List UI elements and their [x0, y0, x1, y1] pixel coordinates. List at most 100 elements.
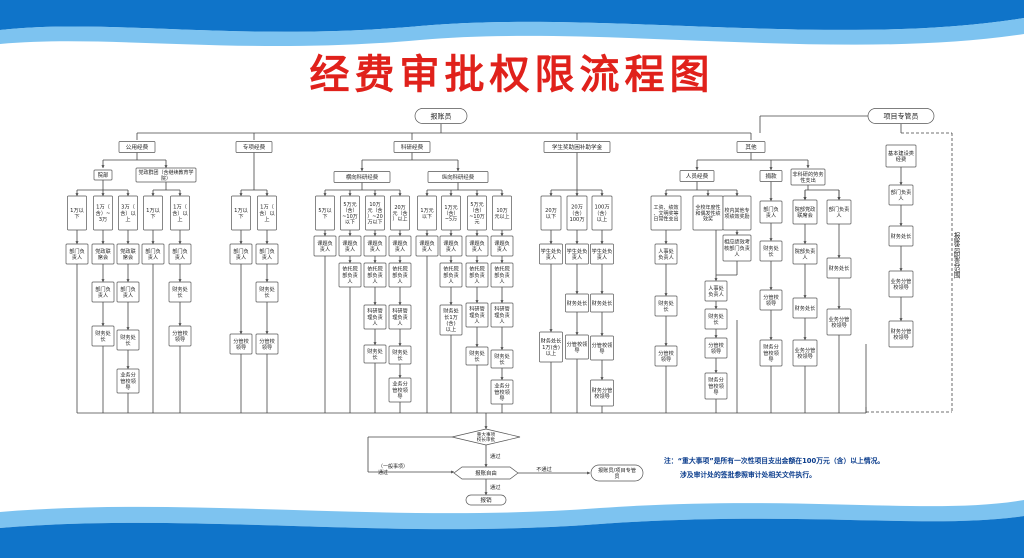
node-a3c: 部门负责人 — [116, 281, 140, 303]
node-v1-label: 1万元以下 — [420, 208, 433, 220]
sub-vertical-frame — [427, 171, 489, 183]
arrow-head — [600, 291, 604, 294]
node-st2-label: 20万（含）100万 — [569, 204, 585, 223]
node-st2-frame — [566, 195, 588, 231]
node-a1b: 部门负责人 — [65, 243, 89, 265]
node-st2d: 分管校领导 — [565, 334, 589, 360]
node-n1b: 院部负责人 — [792, 243, 818, 265]
node-s2d: 分管校领导 — [255, 333, 279, 355]
return-pill-frame — [590, 464, 644, 482]
node-s2: 1万（含）以上 — [257, 195, 277, 231]
node-st1: 20万以下 — [540, 195, 562, 231]
node-h2b-label: 课题负责人 — [342, 239, 358, 253]
node-n1d: 业务分管校领导 — [792, 339, 818, 367]
arrow-head — [323, 233, 327, 236]
node-p2: 1万（含）以上 — [170, 195, 190, 231]
category-public-frame — [118, 141, 156, 153]
arrow-head — [484, 464, 488, 467]
node-st2c: 财务处长 — [565, 293, 589, 313]
node-h4f-frame — [388, 377, 412, 403]
node-h2b-frame — [338, 235, 362, 257]
node-h1: 5万以下 — [315, 195, 335, 231]
arrow-head — [398, 375, 402, 378]
arrow-head — [575, 193, 579, 196]
node-o3-label: 校内其他专项绩效奖励 — [724, 207, 749, 220]
node-v1b: 课题负责人 — [415, 235, 439, 257]
node-h4c-frame — [388, 262, 412, 288]
arrow-head — [475, 260, 479, 263]
node-a2-label: 1万（含）~3万 — [96, 204, 111, 223]
node-h1-label: 5万以下 — [318, 208, 331, 220]
arrow-head — [101, 165, 105, 168]
node-s2b: 部门负责人 — [255, 243, 279, 265]
node-h2: 5万元（含）~10万以下 — [340, 195, 360, 231]
node-a2d-label: 财务处长 — [95, 329, 111, 343]
arrow-head — [425, 233, 429, 236]
node-n1b-label: 院部负责人 — [795, 247, 816, 261]
node-h3e: 财务处长 — [363, 344, 387, 364]
node-p1-frame — [143, 195, 163, 231]
node-n1-frame — [792, 199, 818, 225]
node-st1d-frame — [539, 331, 563, 363]
arrow-head — [101, 193, 105, 196]
node-d4: 财务分管校领导 — [759, 339, 783, 367]
arrow-head — [75, 193, 79, 196]
node-b1-label: 部门负责人 — [891, 188, 912, 202]
page-title: 经费审批权限流程图 — [310, 52, 715, 98]
node-o3b-frame — [722, 234, 752, 262]
sub-basic-construction-label: 基本建设类经费 — [888, 149, 914, 163]
node-a3e-frame — [116, 368, 140, 394]
arrow-head — [449, 260, 453, 263]
node-o1-frame — [650, 195, 682, 231]
arrow-head — [239, 331, 243, 334]
node-o1: 工资、绩效、文明奖等日常性支出 — [650, 195, 682, 231]
node-v3b-frame — [465, 235, 489, 257]
arrow-head — [664, 293, 668, 296]
arrow-head — [899, 182, 903, 185]
node-a3c-label: 部门负责人 — [120, 285, 136, 299]
node-h4b-label: 课题负责人 — [392, 239, 408, 253]
audit-text: 报账自由 — [475, 469, 497, 477]
node-st1b-label: 学生处负责人 — [541, 247, 562, 261]
pass-label-2: 通过 — [490, 483, 500, 491]
node-o3: 校内其他专项绩效奖励 — [722, 195, 752, 231]
node-v3c: 依托院部负责人 — [465, 262, 489, 288]
node-d2-frame — [759, 240, 783, 262]
arrow-head — [500, 260, 504, 263]
category-student-frame — [543, 141, 611, 153]
arrow-head — [664, 193, 668, 196]
node-st3: 100万（含）以上 — [591, 195, 613, 231]
node-n1c-label: 财务处长 — [795, 304, 817, 312]
category-student: 学生奖助困补助学金 — [543, 141, 611, 153]
node-o2: 全校年度性和偶发性绩效奖 — [692, 195, 724, 231]
node-s1: 1万以下 — [231, 195, 251, 231]
arrow-head — [899, 223, 903, 226]
node-p2d: 分管校领导 — [168, 325, 192, 347]
arrow-head — [373, 260, 377, 263]
node-n1: 院部党政联席会 — [792, 199, 818, 225]
sub-party: 党政群团（含继续教育学院） — [135, 167, 197, 183]
node-v4b: 课题负责人 — [490, 235, 514, 257]
node-d1-frame — [759, 200, 783, 224]
node-o1d: 分管校领导 — [654, 345, 678, 367]
arrow-head — [178, 241, 182, 244]
arrow-head — [449, 233, 453, 236]
category-research-label: 科研经费 — [401, 143, 424, 151]
arrow-head — [178, 279, 182, 282]
node-b3: 业务分管校领导 — [888, 270, 914, 298]
node-n2b-frame — [826, 257, 852, 279]
node-st2c-label: 财务处长 — [567, 299, 589, 307]
sub-personnel-label: 人员经费 — [686, 172, 709, 180]
node-s2d-frame — [255, 333, 279, 355]
arrow-head — [549, 193, 553, 196]
arrow-head — [769, 167, 773, 170]
node-st3c-label: 财务处长 — [592, 299, 614, 307]
arrow-head — [803, 337, 807, 340]
arrow-head — [126, 241, 130, 244]
bottom-wave-dark — [0, 516, 1024, 558]
arrow-head — [500, 300, 504, 303]
arrow-head — [398, 233, 402, 236]
node-h4d-frame — [388, 304, 412, 330]
arrow-head — [373, 193, 377, 196]
